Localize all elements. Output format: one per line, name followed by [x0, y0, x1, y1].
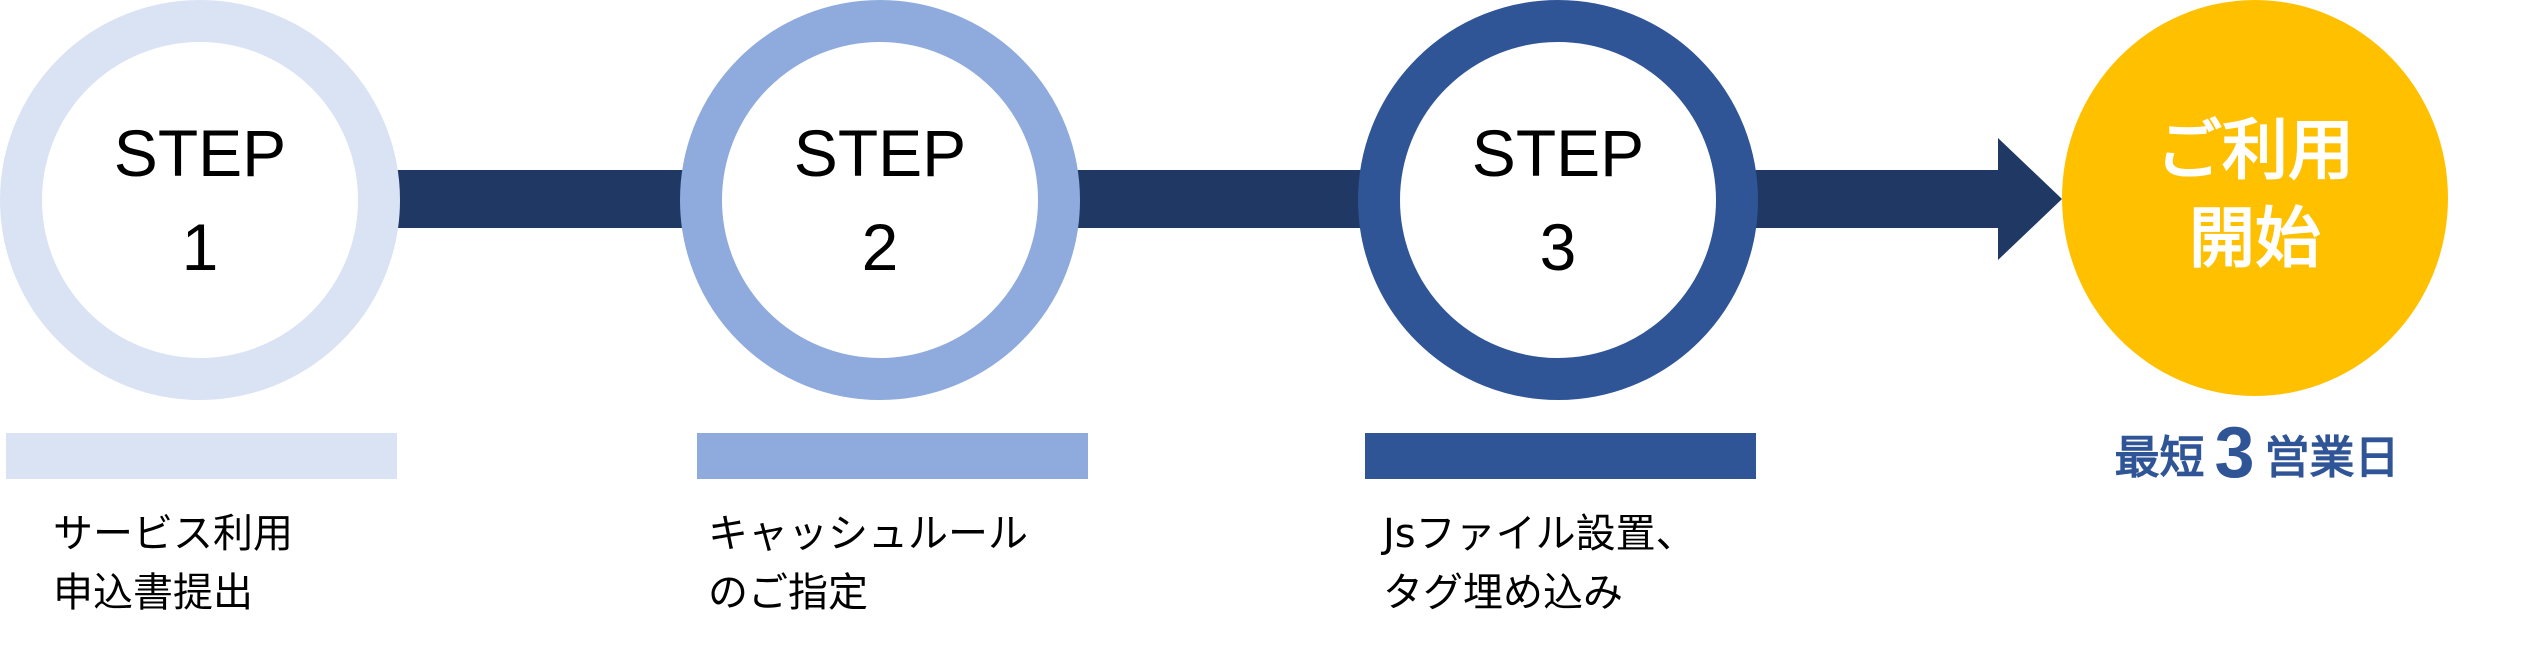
step-3-description: Jsファイル設置、 タグ埋め込み — [1383, 511, 1696, 616]
step-2-description: キャッシュルール のご指定 — [708, 511, 1028, 616]
final-circle: ご利用 開始 — [2062, 0, 2448, 396]
step-2-label: STEP — [793, 116, 967, 190]
step-3-number: 3 — [1539, 210, 1577, 284]
connector-2-3 — [1070, 170, 1370, 228]
connector-1-2 — [390, 170, 690, 228]
connector-3-final — [1750, 170, 2000, 228]
step-1-circle: STEP 1 — [0, 0, 400, 400]
step-1-number: 1 — [181, 210, 219, 284]
step-3-bar — [1365, 433, 1756, 479]
step-1-description: サービス利用 申込書提出 — [53, 511, 293, 616]
duration-suffix: 営業日 — [2264, 431, 2400, 484]
step-2-number: 2 — [861, 210, 899, 284]
step-3-circle: STEP 3 — [1358, 0, 1758, 400]
final-line-1: ご利用 — [2156, 112, 2354, 189]
step-3-label: STEP — [1471, 116, 1645, 190]
step-2-bar — [697, 433, 1088, 479]
arrow-head — [1998, 138, 2062, 260]
step-1-bar — [6, 433, 397, 479]
final-line-2: 開始 — [2189, 200, 2321, 277]
duration-prefix: 最短 — [2114, 431, 2205, 484]
step-2-circle: STEP 2 — [680, 0, 1080, 400]
duration-number: 3 — [2214, 413, 2255, 493]
step-1-label: STEP — [113, 116, 287, 190]
